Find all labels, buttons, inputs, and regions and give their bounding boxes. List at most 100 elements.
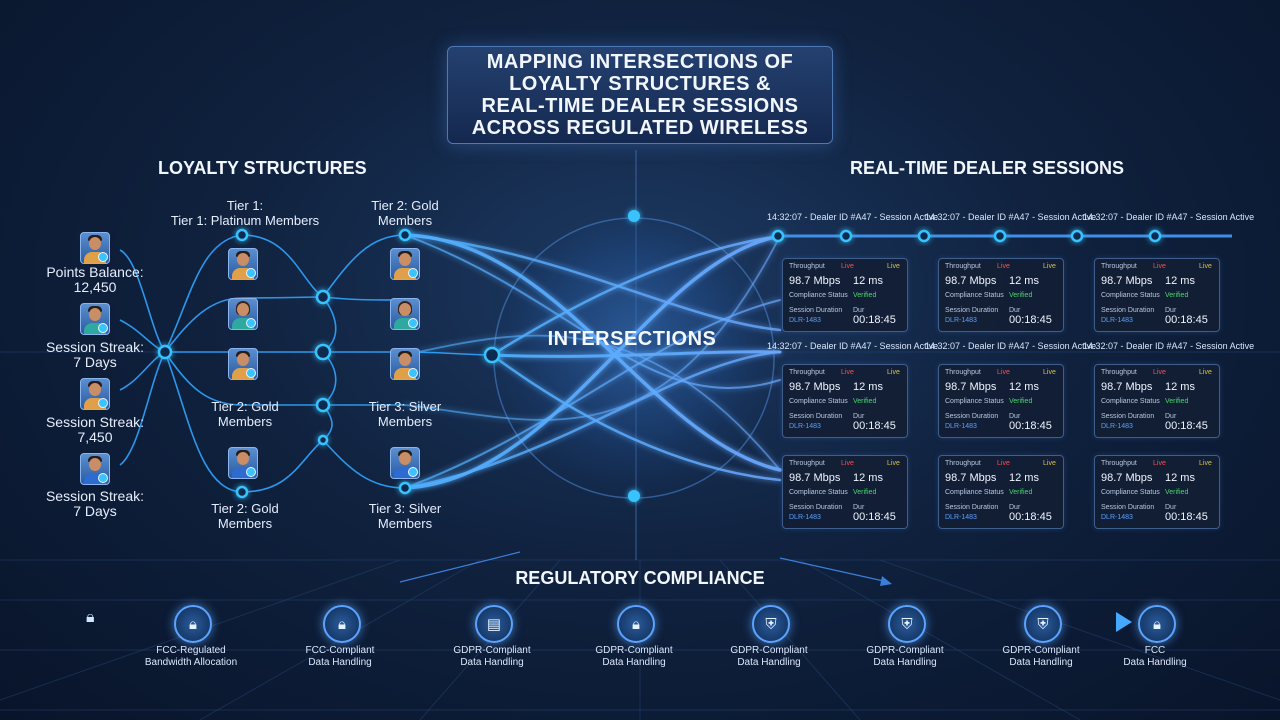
verified-status: Verified — [1009, 292, 1033, 299]
throughput-value: 98.7 Mbps — [1101, 381, 1153, 393]
session-streak-label: Session Streak:7 Days — [45, 339, 145, 370]
session-streak-label: Session Streak:7 Days — [45, 488, 145, 519]
lock-icon: 🔒︎ — [338, 615, 346, 633]
duration-label: Session Duration — [1101, 413, 1155, 420]
loyalty-heading: Loyalty Structures — [158, 158, 367, 178]
title-line-4: Across Regulated Wireless — [471, 117, 809, 139]
regulatory-diagonal-left — [399, 551, 521, 583]
hub-node — [157, 344, 173, 360]
throughput-value: 98.7 Mbps — [945, 381, 997, 393]
duration-label: Session Duration — [789, 413, 843, 420]
title-line-2: Loyalty Structures & — [509, 73, 771, 95]
points-balance-label: Points Balance:12,450 — [46, 264, 144, 295]
throughput-label: Throughput — [789, 263, 825, 270]
lock-icon: 🔒︎ — [632, 615, 640, 633]
tier-node — [315, 397, 331, 413]
sessions-heading: Real-Time Dealer Sessions — [850, 158, 1125, 178]
live-badge: Live — [1199, 369, 1212, 376]
verified-status: Verified — [853, 292, 877, 299]
tier-node — [235, 485, 249, 499]
regulatory-heading: Regulatory Compliance — [515, 568, 765, 588]
live-badge: Live — [1153, 263, 1166, 270]
throughput-label: Throughput — [945, 263, 981, 270]
live-badge: Live — [1199, 263, 1212, 270]
throughput-label: Throughput — [1101, 263, 1137, 270]
regulatory-node: 🔒︎ — [617, 605, 655, 643]
dealer-code: DLR-1483 — [1101, 514, 1133, 521]
duration-short-label: Dur — [1009, 504, 1021, 511]
shield-icon: ⛨ — [765, 615, 777, 633]
duration-short-label: Dur — [1165, 413, 1177, 420]
session-status-label: 14:32:07 - Dealer ID #A47 - Session Acti… — [1083, 341, 1255, 351]
duration-value: 00:18:45 — [853, 511, 896, 523]
regulatory-node: ⛨ — [888, 605, 926, 643]
session-status-label: 14:32:07 - Dealer ID #A47 - Session Acti… — [925, 341, 1097, 351]
tier-node — [398, 228, 412, 242]
throughput-value: 98.7 Mbps — [789, 472, 841, 484]
live-badge: Live — [1153, 460, 1166, 467]
throughput-value: 98.7 Mbps — [1101, 275, 1153, 287]
latency-value: 12 ms — [1165, 381, 1195, 393]
session-status-label: 14:32:07 - Dealer ID #A47 - Session Acti… — [767, 212, 939, 222]
throughput-label: Throughput — [789, 369, 825, 376]
session-status-label: 14:32:07 - Dealer ID #A47 - Session Acti… — [925, 212, 1097, 222]
member-avatar — [390, 447, 420, 479]
intersections-label: INTERSECTIONS — [547, 328, 717, 350]
loyalty-nodes — [157, 228, 501, 499]
tier-1-label: Tier 1:Tier 1: Platinum Members — [170, 198, 320, 228]
duration-label: Session Duration — [945, 504, 999, 511]
duration-value: 00:18:45 — [1009, 511, 1052, 523]
dealer-code: DLR-1483 — [789, 423, 821, 430]
regulatory-node: ⛨ — [1024, 605, 1062, 643]
duration-short-label: Dur — [853, 307, 865, 314]
tier-node — [483, 346, 501, 364]
live-badge: Live — [997, 369, 1010, 376]
compliance-label: Compliance Status — [945, 398, 1004, 405]
latency-value: 12 ms — [1165, 472, 1195, 484]
regulatory-arrow — [1116, 612, 1132, 632]
live-badge: Live — [1043, 460, 1056, 467]
duration-label: Session Duration — [1101, 504, 1155, 511]
throughput-value: 98.7 Mbps — [789, 275, 841, 287]
duration-label: Session Duration — [789, 504, 843, 511]
live-badge: Live — [1199, 460, 1212, 467]
live-badge: Live — [997, 460, 1010, 467]
dealer-code: DLR-1483 — [945, 317, 977, 324]
shield-icon: ⛨ — [901, 615, 913, 633]
duration-label: Session Duration — [945, 413, 999, 420]
live-badge: Live — [841, 369, 854, 376]
duration-short-label: Dur — [853, 413, 865, 420]
dealer-code: DLR-1483 — [789, 317, 821, 324]
compliance-label: Compliance Status — [1101, 398, 1160, 405]
verified-status: Verified — [853, 398, 877, 405]
member-avatar — [80, 453, 110, 485]
dealer-code: DLR-1483 — [945, 423, 977, 430]
compliance-label: Compliance Status — [945, 292, 1004, 299]
verified-status: Verified — [1009, 489, 1033, 496]
loyalty-network — [119, 234, 493, 493]
title-box: Mapping Intersections of Loyalty Structu… — [447, 46, 833, 144]
verified-status: Verified — [853, 489, 877, 496]
throughput-label: Throughput — [789, 460, 825, 467]
dealer-code: DLR-1483 — [1101, 317, 1133, 324]
session-status-label: 14:32:07 - Dealer ID #A47 - Session Acti… — [1083, 212, 1255, 222]
regulatory-diagonal-arrow — [880, 576, 892, 586]
duration-value: 00:18:45 — [853, 314, 896, 326]
member-avatar — [80, 378, 110, 410]
lock-icon: 🔒︎ — [189, 615, 197, 633]
router-icon: ▤ — [486, 616, 502, 633]
compliance-label: Compliance Status — [1101, 489, 1160, 496]
session-status-label: 14:32:07 - Dealer ID #A47 - Session Acti… — [767, 341, 939, 351]
